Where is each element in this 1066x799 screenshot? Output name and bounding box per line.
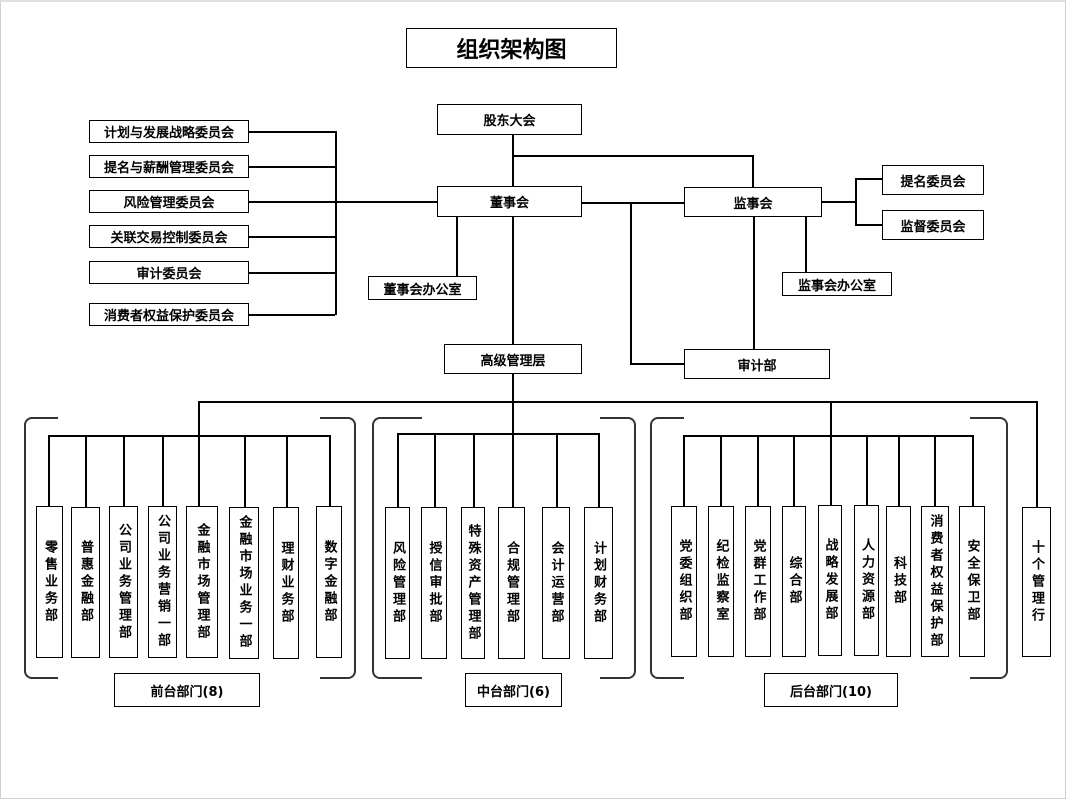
- connector-line: [752, 155, 754, 187]
- board-committee-node: 风险管理委员会: [89, 190, 249, 213]
- connector-line: [822, 201, 856, 203]
- connector-line: [473, 433, 475, 507]
- front-office-bracket-left: [24, 417, 58, 679]
- supervisor-committee-node: 监督委员会: [882, 210, 984, 240]
- connector-line: [286, 435, 288, 507]
- board-office-node: 董事会办公室: [368, 276, 477, 300]
- back-office-dept: 党委组织部: [671, 506, 697, 657]
- middle-office-dept: 授信审批部: [421, 507, 447, 659]
- connector-line: [249, 236, 335, 238]
- connector-line: [855, 178, 857, 225]
- back-office-label: 后台部门(10): [764, 673, 898, 707]
- middle-office-dept: 合规管理部: [498, 507, 525, 659]
- front-office-dept: 数字金融部: [316, 506, 342, 658]
- connector-line: [855, 178, 882, 180]
- back-office-dept: 科技部: [886, 506, 911, 657]
- board-committee-node: 关联交易控制委员会: [89, 225, 249, 248]
- connector-line: [249, 314, 335, 316]
- supervisor-committee-node: 提名委员会: [882, 165, 984, 195]
- back-office-bracket-right: [970, 417, 1008, 679]
- front-office-dept: 金融市场业务一部: [229, 507, 259, 659]
- connector-line: [630, 202, 632, 364]
- front-office-dept: 公司业务管理部: [109, 506, 138, 658]
- front-office-dept: 零售业务部: [36, 506, 63, 658]
- middle-office-bracket-right: [600, 417, 636, 679]
- front-office-label: 前台部门(8): [114, 673, 260, 707]
- connector-line: [753, 217, 755, 349]
- connector-line: [434, 433, 436, 507]
- connector-line: [556, 433, 558, 507]
- branches-node: 十个管理行: [1022, 507, 1051, 657]
- chart-title: 组织架构图: [406, 28, 617, 68]
- connector-line: [397, 433, 399, 507]
- connector-line: [249, 201, 437, 203]
- senior-management-node: 高级管理层: [444, 344, 582, 374]
- connector-line: [757, 435, 759, 507]
- connector-line: [329, 435, 331, 507]
- connector-line: [793, 435, 795, 507]
- connector-line: [512, 217, 514, 344]
- connector-line: [335, 131, 337, 315]
- back-office-bracket-left: [650, 417, 684, 679]
- connector-line: [855, 224, 882, 226]
- front-office-dept: 金融市场管理部: [186, 506, 218, 658]
- middle-office-dept: 风险管理部: [385, 507, 410, 659]
- front-office-dept: 普惠金融部: [71, 507, 100, 658]
- back-office-dept: 党群工作部: [745, 506, 771, 657]
- connector-line: [48, 435, 50, 507]
- middle-office-dept: 特殊资产管理部: [461, 507, 485, 659]
- connector-line: [898, 435, 900, 507]
- front-office-dept: 公司业务营销一部: [148, 506, 177, 658]
- connector-line: [512, 135, 514, 186]
- back-office-dept: 消费者权益保护部: [921, 506, 949, 657]
- connector-line: [48, 435, 330, 437]
- connector-line: [512, 155, 753, 157]
- connector-line: [162, 435, 164, 507]
- connector-line: [683, 435, 685, 507]
- connector-line: [512, 374, 514, 402]
- connector-line: [683, 435, 973, 437]
- middle-office-label: 中台部门(6): [465, 673, 562, 707]
- board-of-directors-node: 董事会: [437, 186, 582, 217]
- connector-line: [805, 217, 807, 272]
- connector-line: [198, 401, 200, 507]
- connector-line: [1036, 401, 1038, 507]
- connector-line: [244, 435, 246, 507]
- audit-department-node: 审计部: [684, 349, 830, 379]
- connector-line: [630, 363, 684, 365]
- connector-line: [830, 401, 832, 506]
- shareholders-meeting-node: 股东大会: [437, 104, 582, 135]
- middle-office-bracket-left: [372, 417, 422, 679]
- connector-line: [198, 401, 1038, 403]
- connector-line: [972, 435, 974, 507]
- back-office-dept: 纪检监察室: [708, 506, 734, 657]
- connector-line: [249, 166, 335, 168]
- connector-line: [598, 433, 600, 507]
- connector-line: [456, 217, 458, 276]
- board-committee-node: 计划与发展战略委员会: [89, 120, 249, 143]
- middle-office-dept: 会计运营部: [542, 507, 570, 659]
- connector-line: [397, 433, 599, 435]
- board-committee-node: 审计委员会: [89, 261, 249, 284]
- connector-line: [512, 401, 514, 507]
- supervisor-office-node: 监事会办公室: [782, 272, 892, 296]
- middle-office-dept: 计划财务部: [584, 507, 613, 659]
- connector-line: [582, 202, 684, 204]
- back-office-dept: 综合部: [782, 506, 806, 657]
- connector-line: [123, 435, 125, 507]
- back-office-dept: 安全保卫部: [959, 506, 985, 657]
- front-office-dept: 理财业务部: [273, 507, 299, 659]
- connector-line: [720, 435, 722, 507]
- board-committee-node: 提名与薪酬管理委员会: [89, 155, 249, 178]
- back-office-dept: 人力资源部: [854, 505, 879, 656]
- back-office-dept: 战略发展部: [818, 505, 842, 656]
- connector-line: [866, 435, 868, 507]
- connector-line: [249, 272, 335, 274]
- connector-line: [934, 435, 936, 507]
- front-office-bracket-right: [320, 417, 356, 679]
- board-committee-node: 消费者权益保护委员会: [89, 303, 249, 326]
- connector-line: [85, 435, 87, 507]
- board-of-supervisors-node: 监事会: [684, 187, 822, 217]
- connector-line: [249, 131, 335, 133]
